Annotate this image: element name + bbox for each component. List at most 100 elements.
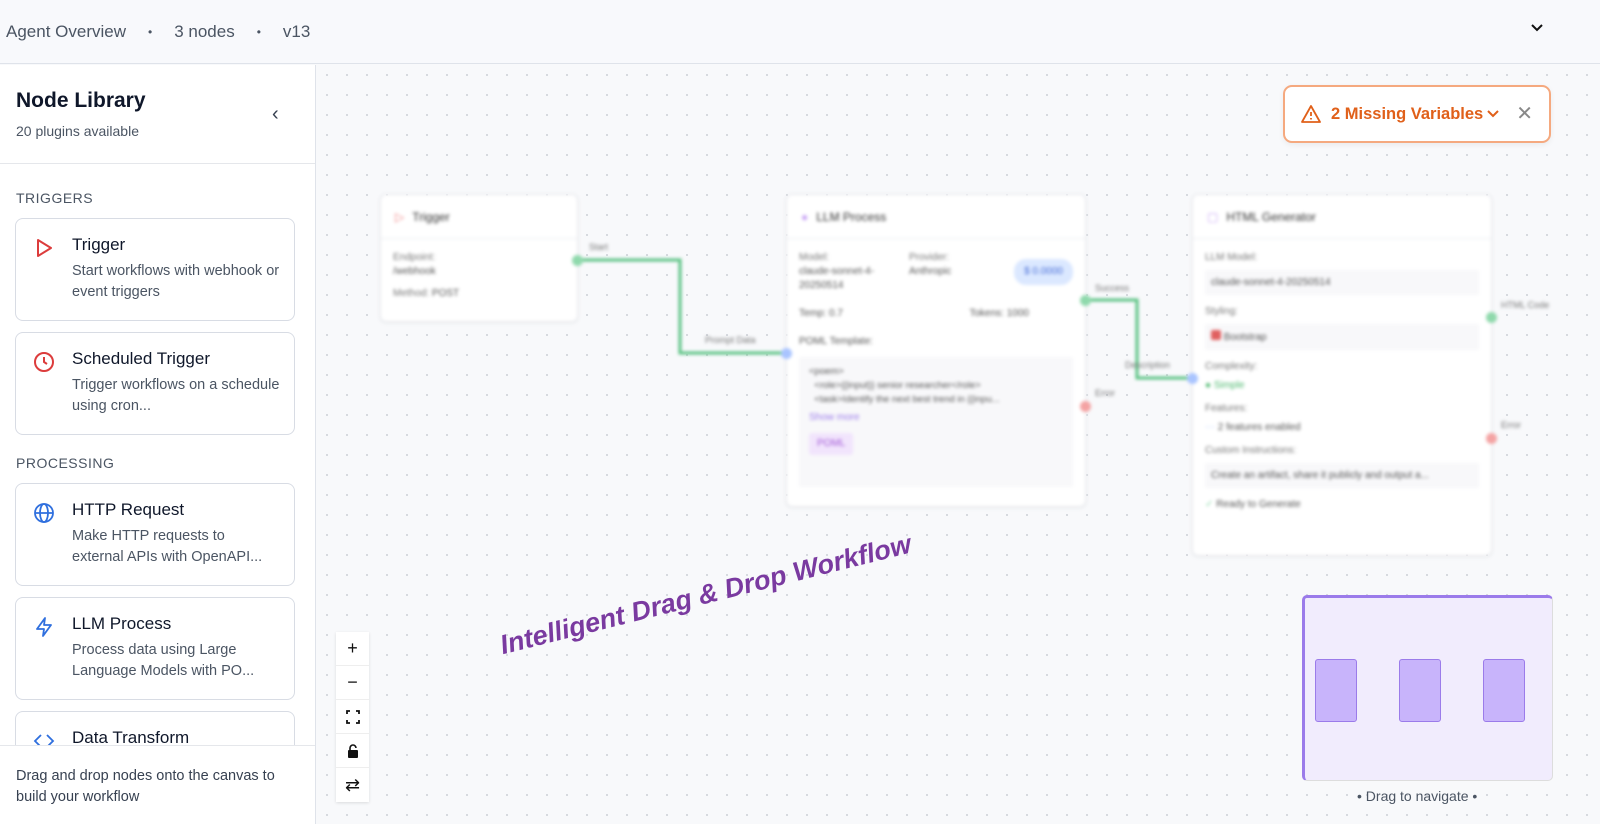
warning-icon bbox=[1301, 105, 1321, 123]
node-card-title: HTTP Request bbox=[72, 500, 185, 519]
node-count: 3 nodes bbox=[174, 21, 235, 41]
field-label: Model: bbox=[799, 252, 830, 263]
endpoint-value: /webhook bbox=[393, 266, 436, 277]
features-value: 2 features enabled bbox=[1217, 422, 1301, 433]
temp-value: Temp: 0.7 bbox=[799, 308, 843, 319]
field-label: LLM Model: bbox=[1205, 252, 1258, 263]
zoom-in-button[interactable]: + bbox=[336, 632, 369, 666]
field-label: POML Template: bbox=[799, 336, 873, 347]
llm-icon: ● bbox=[801, 209, 809, 224]
node-title: LLM Process bbox=[816, 209, 887, 224]
canvas-node-llm-process[interactable]: ● LLM Process Model: claude-sonnet-4-20250… bbox=[781, 194, 1091, 507]
lock-button[interactable] bbox=[336, 734, 369, 768]
method-value: POST bbox=[431, 288, 460, 299]
canvas-controls: + − ⇄ bbox=[336, 632, 369, 802]
section-triggers: TRIGGERS bbox=[16, 190, 94, 206]
node-card-desc: Trigger workflows on a schedule using cr… bbox=[72, 377, 280, 414]
node-card-title: Trigger bbox=[72, 235, 126, 254]
fit-view-button[interactable] bbox=[336, 700, 369, 734]
swap-direction-button[interactable]: ⇄ bbox=[344, 774, 361, 795]
plugin-count: 20 plugins available bbox=[16, 123, 139, 139]
edge-start bbox=[578, 258, 785, 355]
styling-value: Bootstrap bbox=[1223, 332, 1267, 343]
zoom-out-button[interactable]: − bbox=[336, 666, 369, 700]
fit-view-icon bbox=[345, 709, 360, 724]
workflow-canvas[interactable]: Start Prompt Data Success Error Descript… bbox=[317, 65, 1600, 824]
node-card-title: LLM Process bbox=[72, 614, 172, 633]
node-card-title: Data Transform bbox=[72, 728, 190, 747]
node-card-trigger[interactable]: Trigger Start workflows with webhook or … bbox=[15, 218, 295, 321]
field-label: Endpoint: bbox=[393, 252, 436, 263]
minimap[interactable] bbox=[1302, 595, 1553, 781]
field-label: Features: bbox=[1205, 403, 1248, 414]
node-card-title: Scheduled Trigger bbox=[72, 349, 210, 368]
tokens-value: Tokens: 1000 bbox=[969, 308, 1030, 319]
sidebar-title: Node Library bbox=[16, 89, 146, 112]
node-library-sidebar: Node Library 20 plugins available ‹ TRIG… bbox=[0, 65, 316, 824]
missing-variables-alert[interactable]: 2 Missing Variables ✕ bbox=[1283, 85, 1551, 143]
section-processing: PROCESSING bbox=[16, 455, 115, 471]
output-handle[interactable] bbox=[572, 255, 583, 266]
play-icon bbox=[37, 239, 52, 257]
html-output-handle[interactable] bbox=[1486, 312, 1497, 323]
minimap-node bbox=[1399, 659, 1441, 722]
edges bbox=[578, 258, 1190, 380]
node-title: HTML Generator bbox=[1226, 209, 1316, 224]
lightning-icon bbox=[36, 617, 52, 637]
chevron-down-icon[interactable] bbox=[1530, 20, 1544, 38]
success-handle[interactable] bbox=[1080, 295, 1091, 306]
model-value: claude-sonnet-4-20250514 bbox=[1205, 270, 1479, 295]
minimap-caption: • Drag to navigate • bbox=[1357, 788, 1478, 804]
node-card-http-request[interactable]: HTTP Request Make HTTP requests to exter… bbox=[15, 483, 295, 586]
status-text: Ready to Generate bbox=[1216, 499, 1301, 510]
collapse-sidebar-button[interactable]: ‹ bbox=[272, 103, 279, 125]
bootstrap-icon bbox=[1211, 330, 1221, 340]
provider-value: Anthropic bbox=[909, 266, 952, 277]
show-more-link[interactable]: Show more bbox=[809, 412, 860, 423]
cost-badge: $ 0.0000 bbox=[1014, 259, 1073, 285]
globe-icon bbox=[34, 503, 54, 523]
error-handle[interactable] bbox=[1080, 401, 1091, 412]
model-value: claude-sonnet-4-20250514 bbox=[799, 266, 875, 291]
alert-text: 2 Missing Variables bbox=[1331, 104, 1484, 123]
features-icon: ⋯ bbox=[1205, 422, 1215, 433]
edge-label: Prompt Data bbox=[705, 335, 756, 345]
field-label: Method: bbox=[393, 288, 430, 299]
monitor-icon: ▢ bbox=[1207, 209, 1219, 224]
field-label: Styling: bbox=[1205, 306, 1238, 317]
chevron-down-icon[interactable] bbox=[1487, 110, 1499, 118]
edge-label: HTML Code bbox=[1501, 300, 1550, 310]
close-icon[interactable]: ✕ bbox=[1516, 103, 1533, 125]
template-preview: <poem> <role>{{input}} senior researcher… bbox=[809, 366, 1000, 405]
node-card-desc: Process data using Large Language Models… bbox=[72, 642, 255, 679]
edge-label: Error bbox=[1095, 388, 1115, 398]
workflow-title: Agent Overview bbox=[6, 21, 126, 41]
field-label: Provider: bbox=[909, 252, 950, 263]
minimap-node bbox=[1315, 659, 1357, 722]
canvas-node-trigger[interactable]: ▷ Trigger Endpoint: /webhook Method: POST bbox=[380, 194, 583, 322]
check-icon: ✓ bbox=[1205, 499, 1214, 510]
edge-label: Description bbox=[1125, 360, 1171, 370]
field-label: Custom Instructions: bbox=[1205, 445, 1297, 456]
complexity-value: Simple bbox=[1213, 380, 1245, 391]
node-card-scheduled-trigger[interactable]: Scheduled Trigger Trigger workflows on a… bbox=[15, 332, 295, 435]
instructions-value: Create an artifact, share it publicly an… bbox=[1205, 463, 1479, 488]
node-title: Trigger bbox=[412, 209, 450, 224]
edge-label: Error bbox=[1501, 420, 1521, 430]
sidebar-hint: Drag and drop nodes onto the canvas to b… bbox=[0, 745, 315, 824]
node-card-desc: Make HTTP requests to external APIs with… bbox=[72, 528, 263, 565]
unlock-icon bbox=[347, 743, 358, 758]
play-icon: ▷ bbox=[395, 209, 405, 224]
input-handle[interactable] bbox=[781, 348, 792, 359]
error-handle[interactable] bbox=[1486, 433, 1497, 444]
input-handle[interactable] bbox=[1187, 373, 1198, 384]
minimap-node bbox=[1483, 659, 1525, 722]
canvas-node-html-generator[interactable]: ▢ HTML Generator LLM Model: claude-sonnet… bbox=[1187, 194, 1497, 556]
poml-badge: POML bbox=[809, 433, 854, 455]
node-card-desc: Start workflows with webhook or event tr… bbox=[72, 263, 280, 300]
node-card-llm-process[interactable]: LLM Process Process data using Large Lan… bbox=[15, 597, 295, 700]
field-label: Complexity: bbox=[1205, 361, 1258, 372]
top-bar: Agent Overview • 3 nodes • v13 bbox=[0, 0, 1600, 64]
edge-success bbox=[1085, 298, 1190, 380]
edge-label: Start bbox=[589, 242, 609, 252]
